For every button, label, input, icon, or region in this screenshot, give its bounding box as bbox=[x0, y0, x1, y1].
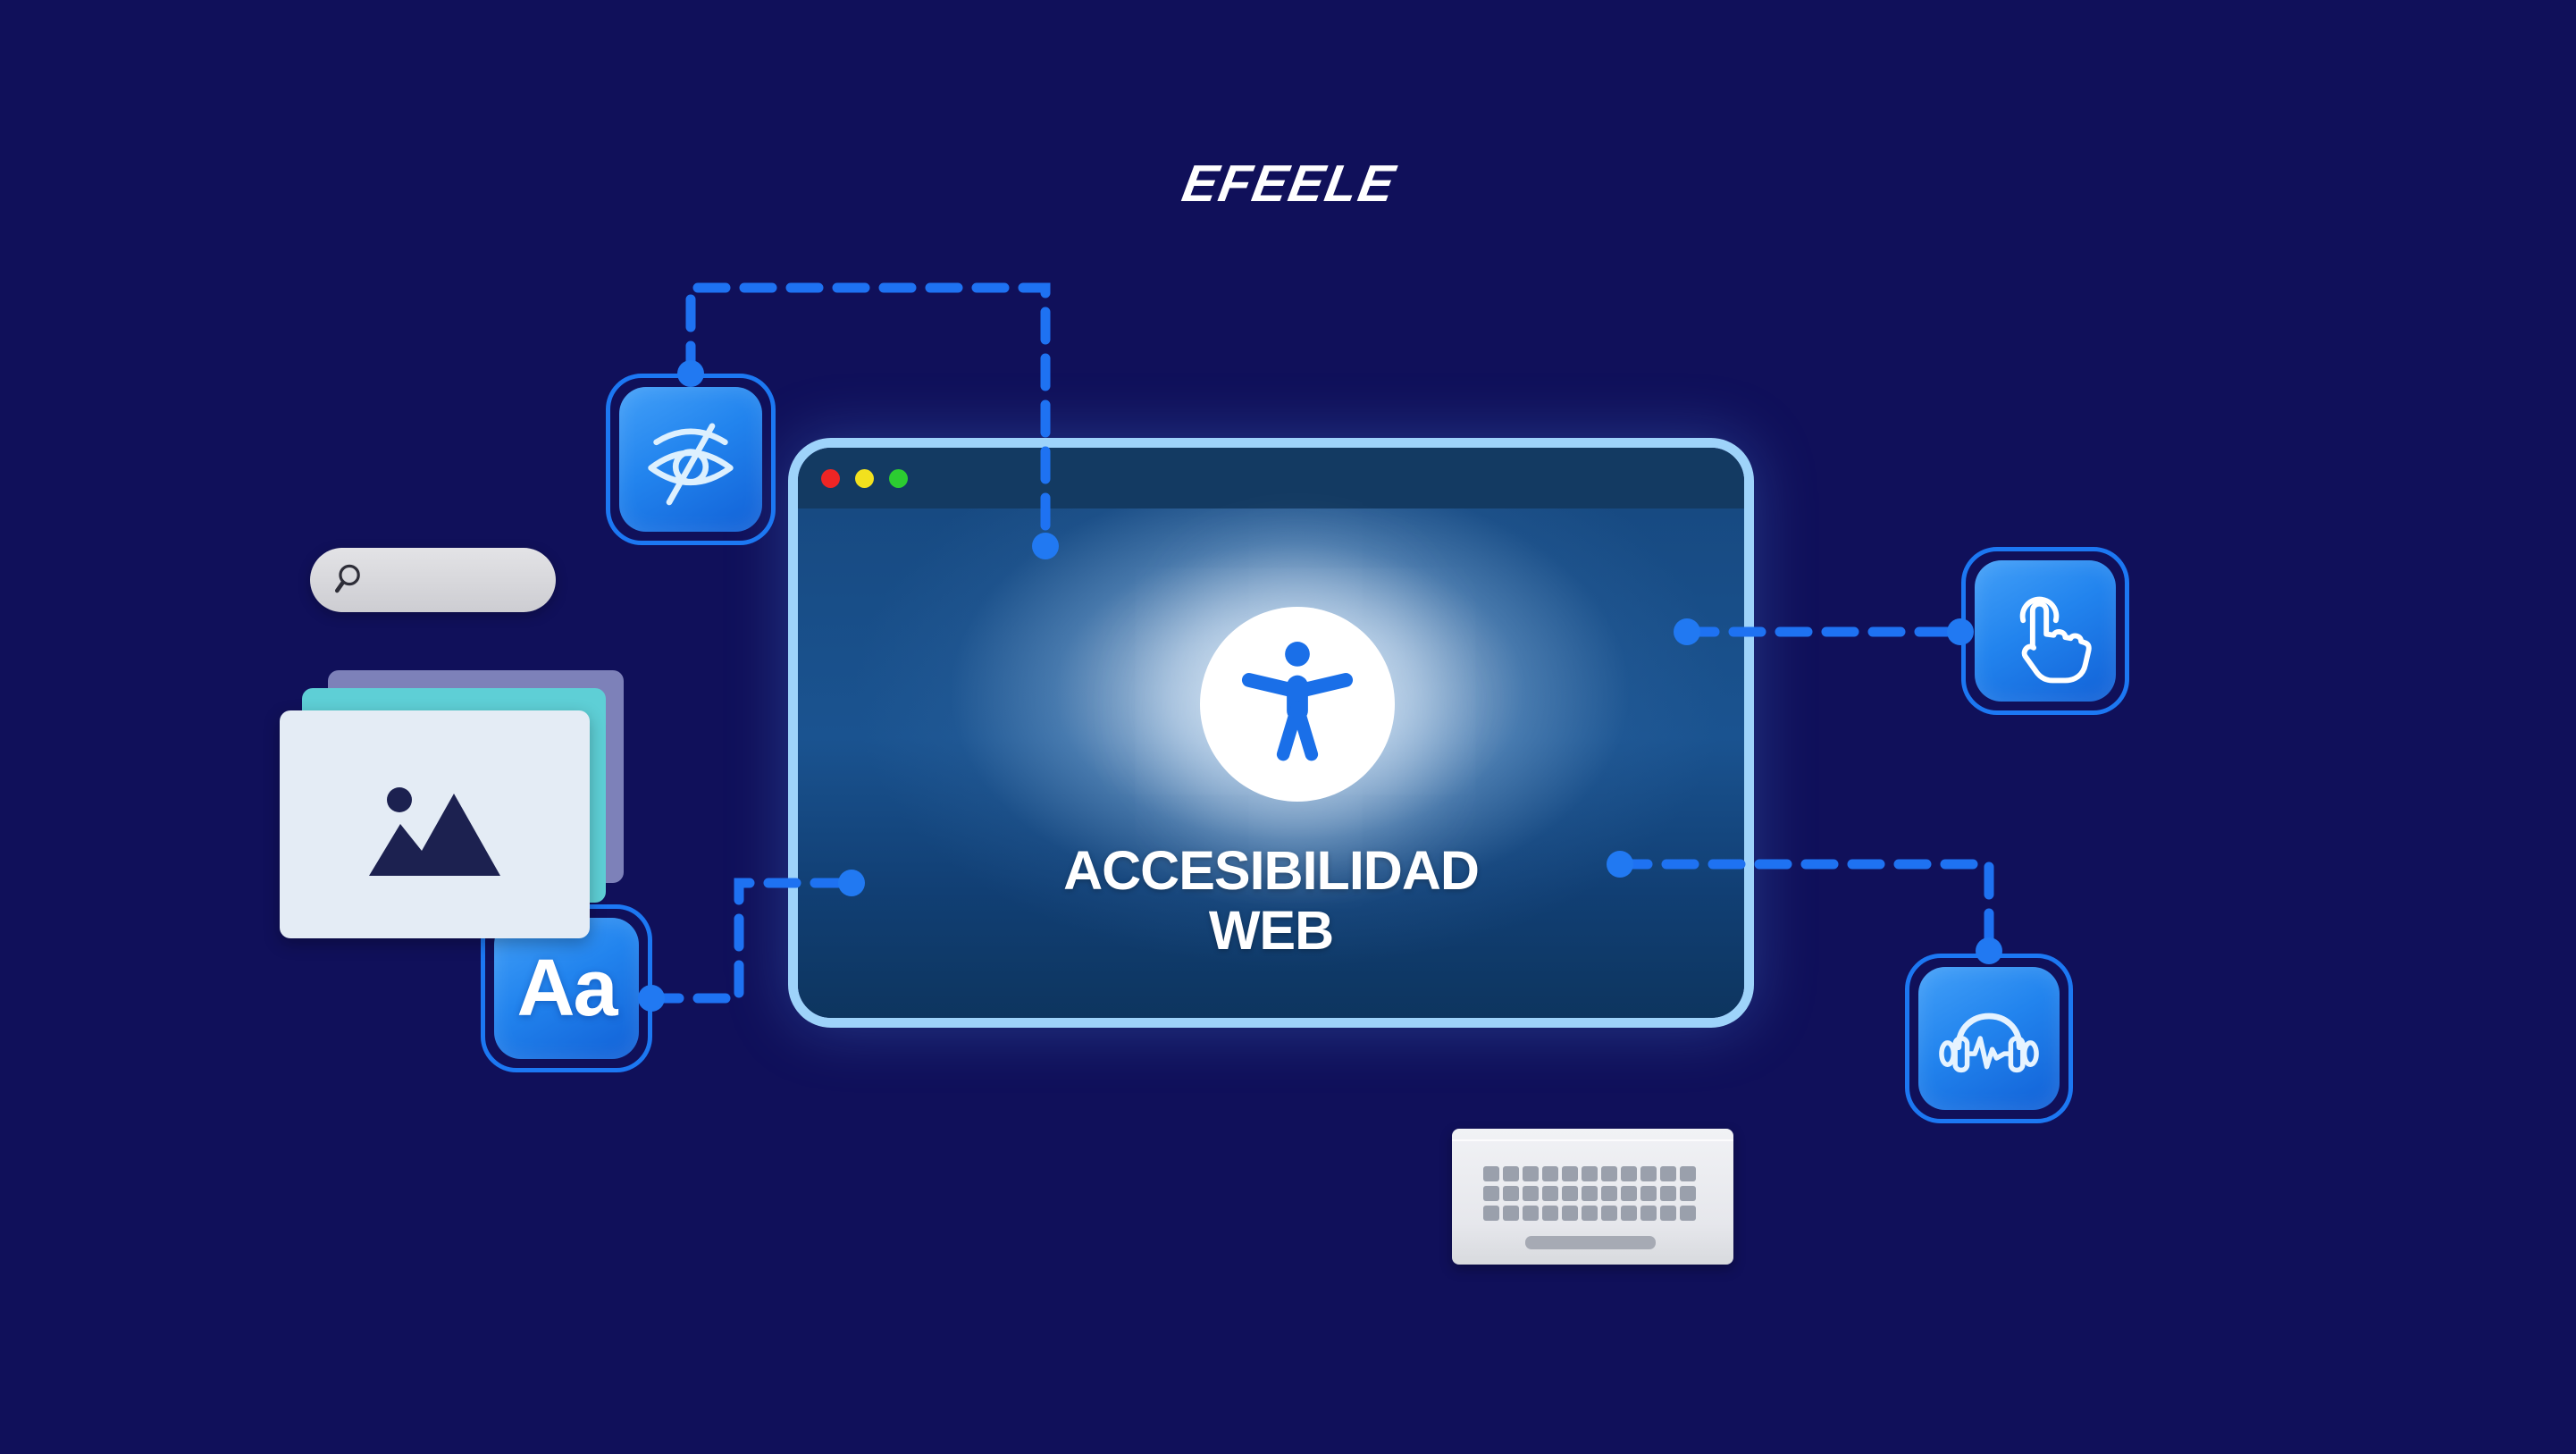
keyboard-key bbox=[1562, 1206, 1578, 1221]
card-front bbox=[280, 710, 590, 938]
title-line-1: ACCESIBILIDAD bbox=[1063, 840, 1480, 901]
traffic-light-close-icon bbox=[821, 468, 840, 488]
keyboard-key bbox=[1523, 1206, 1539, 1221]
magnifier-icon bbox=[334, 564, 360, 593]
keyboard-key bbox=[1680, 1166, 1696, 1181]
accessibility-badge bbox=[1200, 607, 1395, 802]
touch-feature-tile bbox=[1961, 547, 2129, 715]
keyboard-keys bbox=[1483, 1166, 1696, 1221]
keyboard-key bbox=[1640, 1186, 1657, 1201]
keyboard-key bbox=[1483, 1186, 1499, 1201]
image-placeholder-icon bbox=[369, 787, 500, 876]
touch-tap-icon bbox=[2019, 596, 2092, 684]
keyboard-key bbox=[1523, 1166, 1539, 1181]
keyboard-illustration bbox=[1452, 1129, 1733, 1265]
traffic-light-minimize-icon bbox=[855, 468, 874, 488]
traffic-light-zoom-icon bbox=[889, 468, 908, 488]
keyboard-key bbox=[1483, 1206, 1499, 1221]
keyboard-key bbox=[1680, 1206, 1696, 1221]
accessibility-person-icon bbox=[1241, 642, 1354, 761]
keyboard-key bbox=[1582, 1206, 1598, 1221]
browser-window: ACCESIBILIDAD WEB bbox=[788, 438, 1754, 1028]
tile-background bbox=[1975, 560, 2116, 702]
keyboard-key bbox=[1542, 1186, 1558, 1201]
keyboard-key bbox=[1621, 1206, 1637, 1221]
keyboard-key bbox=[1542, 1206, 1558, 1221]
keyboard-key bbox=[1503, 1166, 1519, 1181]
browser-titlebar bbox=[798, 448, 1744, 508]
keyboard-key bbox=[1542, 1166, 1558, 1181]
vision-feature-tile bbox=[606, 374, 776, 545]
keyboard-key bbox=[1660, 1166, 1676, 1181]
keyboard-key bbox=[1621, 1166, 1637, 1181]
keyboard-key bbox=[1601, 1186, 1617, 1201]
browser-content: ACCESIBILIDAD WEB bbox=[798, 508, 1744, 1018]
keyboard-key bbox=[1582, 1186, 1598, 1201]
window-title: ACCESIBILIDAD WEB bbox=[798, 841, 1744, 961]
keyboard-key bbox=[1660, 1206, 1676, 1221]
search-bar bbox=[310, 548, 556, 612]
keyboard-key bbox=[1483, 1166, 1499, 1181]
font-size-label: Aa bbox=[516, 943, 617, 1033]
keyboard-spacebar bbox=[1525, 1236, 1656, 1249]
tile-background bbox=[1918, 967, 2060, 1110]
keyboard-key bbox=[1640, 1166, 1657, 1181]
keyboard-key bbox=[1640, 1206, 1657, 1221]
text-size-feature-tile: Aa bbox=[481, 904, 652, 1072]
keyboard-key bbox=[1680, 1186, 1696, 1201]
eye-off-icon bbox=[648, 423, 734, 506]
keyboard-key bbox=[1523, 1186, 1539, 1201]
keyboard-key bbox=[1621, 1186, 1637, 1201]
keyboard-key bbox=[1601, 1206, 1617, 1221]
title-line-2: WEB bbox=[1208, 900, 1334, 961]
keyboard-key bbox=[1503, 1206, 1519, 1221]
headphones-audio-icon bbox=[1939, 1013, 2039, 1073]
keyboard-key bbox=[1503, 1186, 1519, 1201]
keyboard-key bbox=[1562, 1166, 1578, 1181]
font-size-icon: Aa bbox=[494, 918, 639, 1059]
keyboard-key bbox=[1582, 1166, 1598, 1181]
efeele-logo: EFEELE bbox=[1178, 155, 1401, 213]
keyboard-key bbox=[1601, 1166, 1617, 1181]
keyboard-key bbox=[1660, 1186, 1676, 1201]
audio-feature-tile bbox=[1905, 954, 2073, 1123]
tile-background bbox=[619, 387, 762, 532]
keyboard-key bbox=[1562, 1186, 1578, 1201]
